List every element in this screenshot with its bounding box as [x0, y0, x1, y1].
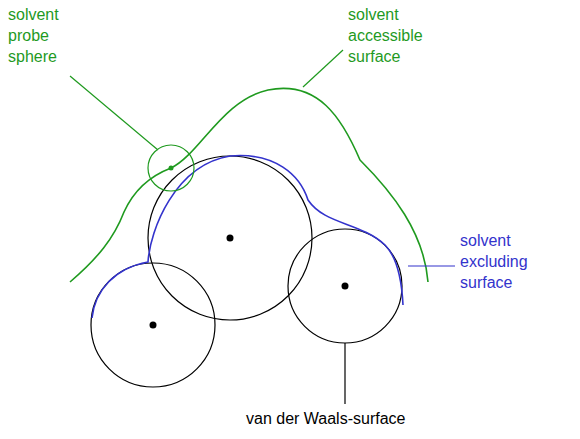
callout-label: van der Waals-surface	[246, 408, 405, 429]
atom-center	[342, 283, 349, 290]
atom-sphere	[148, 156, 312, 320]
accessible-surface-curve	[70, 88, 428, 282]
leader-line	[344, 343, 345, 404]
probe-sphere	[148, 145, 194, 191]
leader-line	[70, 76, 158, 150]
atom-center	[227, 235, 234, 242]
excluding-surface-curve	[92, 156, 403, 318]
callout-label: solvent excluding surface	[460, 230, 528, 293]
callout-label: solvent accessible surface	[348, 4, 423, 67]
atom-center	[150, 322, 157, 329]
atom-sphere	[288, 229, 402, 343]
leader-line	[408, 265, 455, 266]
leader-line	[303, 50, 343, 87]
callout-label: solvent probe sphere	[8, 4, 59, 67]
probe-center	[169, 166, 174, 171]
